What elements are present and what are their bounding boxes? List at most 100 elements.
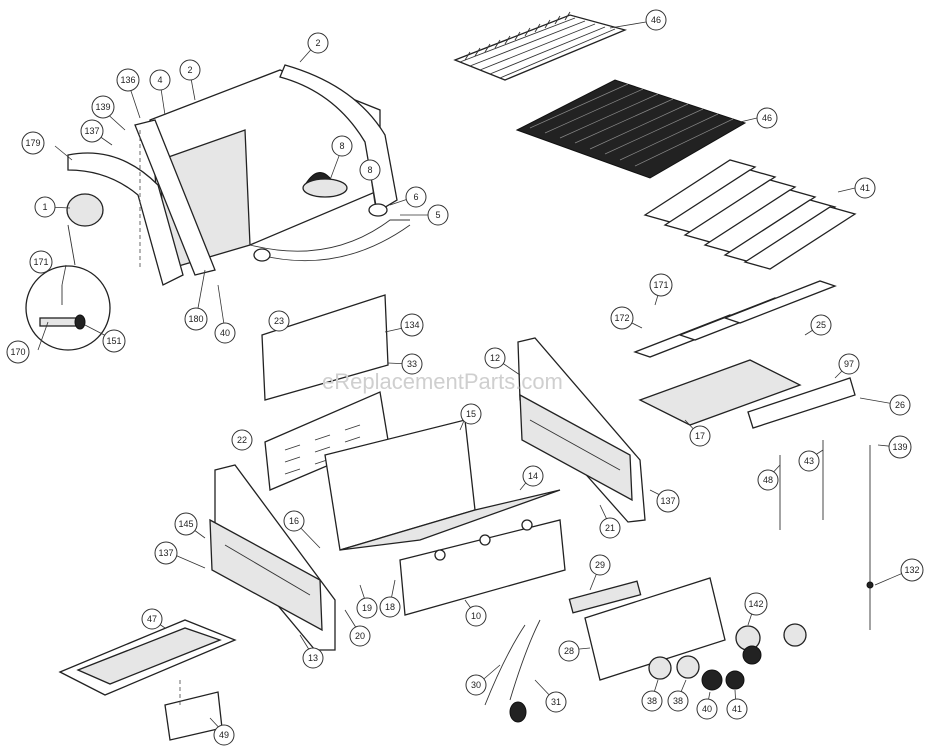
callout-21: 21 <box>599 517 621 539</box>
callout-label: 5 <box>435 210 440 220</box>
callout-4: 4 <box>149 69 171 91</box>
callout-13: 13 <box>302 647 324 669</box>
callout-172: 172 <box>610 306 634 330</box>
callout-2-lid: 2 <box>179 59 201 81</box>
callout-label: 22 <box>237 435 247 445</box>
callout-label: 171 <box>653 280 668 290</box>
callout-label: 25 <box>816 320 826 330</box>
callout-labels: 46 46 41 2 2 136 4 139 137 179 1 8 8 6 5… <box>6 9 924 746</box>
callout-179: 179 <box>21 131 45 155</box>
callout-10: 10 <box>465 605 487 627</box>
callout-label: 26 <box>895 400 905 410</box>
callout-5: 5 <box>427 204 449 226</box>
callout-label: 132 <box>904 565 919 575</box>
callout-label: 47 <box>147 614 157 624</box>
callout-label: 170 <box>10 347 25 357</box>
callout-8-handle: 8 <box>331 135 353 157</box>
callout-18: 18 <box>379 596 401 618</box>
callout-134: 134 <box>400 313 424 337</box>
callout-label: 137 <box>660 496 675 506</box>
callout-label: 172 <box>614 313 629 323</box>
callout-38-left: 38 <box>641 690 663 712</box>
manifold-and-controls <box>484 577 807 723</box>
callout-16: 16 <box>283 510 305 532</box>
callout-label: 23 <box>274 316 284 326</box>
right-side-frame <box>517 337 646 523</box>
callout-132: 132 <box>900 558 924 582</box>
callout-46-top: 46 <box>645 9 667 31</box>
callout-2-handle: 2 <box>307 32 329 54</box>
callout-8-side: 8 <box>359 159 381 181</box>
callout-97: 97 <box>838 353 860 375</box>
callout-6: 6 <box>405 186 427 208</box>
callout-label: 38 <box>647 696 657 706</box>
callout-label: 49 <box>219 730 229 740</box>
callout-40-lid: 40 <box>214 322 236 344</box>
callout-151: 151 <box>102 329 126 353</box>
callout-label: 28 <box>564 646 574 656</box>
callout-29: 29 <box>589 554 611 576</box>
warming-rack <box>453 11 627 81</box>
callout-label: 97 <box>844 359 854 369</box>
callout-145: 145 <box>174 512 198 536</box>
igniter-rods <box>779 440 874 630</box>
callout-1: 1 <box>34 196 56 218</box>
callout-41-knob: 41 <box>726 698 748 720</box>
callout-30: 30 <box>465 674 487 696</box>
callout-43: 43 <box>798 450 820 472</box>
callout-label: 180 <box>188 314 203 324</box>
callout-139-lid: 139 <box>91 95 115 119</box>
callout-label: 43 <box>804 456 814 466</box>
callout-label: 33 <box>407 359 417 369</box>
callout-label: 136 <box>120 75 135 85</box>
callout-label: 17 <box>695 431 705 441</box>
callout-label: 10 <box>471 611 481 621</box>
callout-label: 8 <box>367 165 372 175</box>
callout-label: 179 <box>25 138 40 148</box>
watermark-text: eReplacementParts.com <box>322 369 563 394</box>
callout-12: 12 <box>484 347 506 369</box>
callout-22: 22 <box>231 429 253 451</box>
callout-label: 4 <box>157 75 162 85</box>
callout-label: 151 <box>106 336 121 346</box>
callout-33: 33 <box>401 353 423 375</box>
lid-assembly <box>66 64 411 286</box>
callout-20: 20 <box>349 625 371 647</box>
callout-137-right: 137 <box>656 489 680 513</box>
callout-47: 47 <box>141 608 163 630</box>
callout-label: 14 <box>528 471 538 481</box>
callout-40-knob: 40 <box>696 698 718 720</box>
callout-38-right: 38 <box>667 690 689 712</box>
burner-tubes <box>633 280 856 429</box>
callout-label: 137 <box>84 126 99 136</box>
callout-41-bars: 41 <box>854 177 876 199</box>
grease-tray <box>58 619 237 741</box>
callout-label: 46 <box>762 113 772 123</box>
callout-46-grate: 46 <box>756 107 778 129</box>
callout-28: 28 <box>558 640 580 662</box>
callout-31: 31 <box>545 691 567 713</box>
left-side-frame <box>209 464 336 651</box>
callout-label: 171 <box>33 257 48 267</box>
flavorizer-bars <box>643 159 857 270</box>
callout-label: 18 <box>385 602 395 612</box>
callout-label: 21 <box>605 523 615 533</box>
callout-170: 170 <box>6 340 30 364</box>
thermometer-detail <box>25 224 111 351</box>
callout-label: 31 <box>551 697 561 707</box>
callout-48: 48 <box>757 469 779 491</box>
callout-25: 25 <box>810 314 832 336</box>
callout-label: 46 <box>651 15 661 25</box>
callout-label: 139 <box>95 102 110 112</box>
callout-label: 8 <box>339 141 344 151</box>
callout-26: 26 <box>889 394 911 416</box>
callout-23: 23 <box>268 310 290 332</box>
cookbox <box>324 419 566 616</box>
callout-171-therm: 171 <box>29 250 53 274</box>
callout-label: 41 <box>732 704 742 714</box>
callout-label: 48 <box>763 475 773 485</box>
callout-180: 180 <box>184 307 208 331</box>
callout-label: 20 <box>355 631 365 641</box>
callout-label: 6 <box>413 192 418 202</box>
callout-14: 14 <box>522 465 544 487</box>
